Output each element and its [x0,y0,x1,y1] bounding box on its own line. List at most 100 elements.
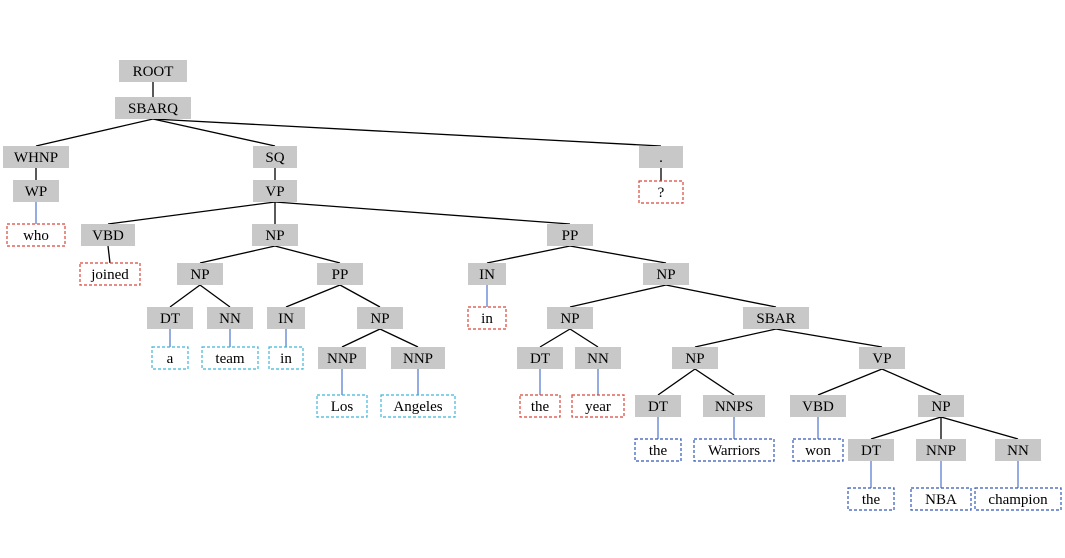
tag-box [147,307,193,329]
edge-np1-pp2 [274,245,341,264]
tag-node-np1: NP [252,224,298,246]
tag-node-wp: WP [13,180,59,202]
tag-box [995,439,1041,461]
word-label: NBA [925,492,957,508]
word-box [79,262,141,286]
edge-np6-dt3 [657,368,696,396]
tag-box [635,395,681,417]
tag-node-dt2: DT [517,347,563,369]
word-node-angeles: Angeles [380,394,456,418]
edge-np7-dt4 [870,416,942,440]
tag-node-nnp2: NNP [391,347,445,369]
word-node-the2: the [634,438,682,462]
tag-node-in2: IN [468,263,506,285]
word-label: joined [90,267,129,283]
tag-label: NP [370,311,389,327]
tag-node-np3: NP [357,307,403,329]
tag-label: PP [562,228,579,244]
tag-box [916,439,966,461]
word-node-warriors: Warriors [693,438,775,462]
tag-box [391,347,445,369]
edge-np1-np2 [199,245,276,264]
tag-node-root: ROOT [119,60,187,82]
edge-sbarq-sq [152,118,276,147]
word-box [380,394,456,418]
tag-node-np4: NP [643,263,689,285]
edge-vp1-pp1 [274,201,571,225]
tag-node-vp2: VP [859,347,905,369]
tag-label: VP [265,184,284,200]
edge-np7-nn3 [940,416,1019,440]
word-label: the [531,399,550,415]
tag-node-punct: . [639,146,683,168]
tag-box [267,307,305,329]
tag-label: NN [587,351,609,367]
tag-box [81,224,135,246]
edge-np5-dt2 [539,328,571,348]
tag-label: NN [1007,443,1029,459]
tag-box [547,307,593,329]
tag-box [918,395,964,417]
tag-label: DT [160,311,180,327]
tag-label: VBD [92,228,124,244]
tag-box [252,224,298,246]
tag-label: WHNP [14,150,58,166]
tag-label: NP [190,267,209,283]
word-box [910,487,972,511]
tag-box [357,307,403,329]
edge-np3-nnp2 [379,328,419,348]
tag-node-np5: NP [547,307,593,329]
word-node-q: ? [638,180,684,204]
tag-node-nn2: NN [575,347,621,369]
tag-label: NNP [403,351,433,367]
edge-pp1-np4 [569,245,667,264]
tag-node-nn1: NN [207,307,253,329]
word-node-champion: champion [974,487,1062,511]
word-label: year [585,399,611,415]
tag-label: SBARQ [128,101,178,117]
tag-label: IN [479,267,495,283]
tag-box [119,60,187,82]
tag-box [743,307,809,329]
tag-label: NP [931,399,950,415]
word-label: team [215,351,244,367]
tag-label: NNP [327,351,357,367]
tag-box [703,395,765,417]
tag-label: NP [265,228,284,244]
edge-vp1-vbd1 [107,201,276,225]
leaf-edge-vbd1-joined [107,245,111,264]
tag-node-vbd1: VBD [81,224,135,246]
tag-label: . [659,150,663,166]
tag-node-nnp1: NNP [318,347,366,369]
tag-node-vp1: VP [253,180,297,202]
tag-node-np2: NP [177,263,223,285]
tag-node-pp2: PP [317,263,363,285]
tag-node-np7: NP [918,395,964,417]
edge-np2-dt1 [169,284,201,308]
tag-box [672,347,718,369]
edge-vp2-vbd2 [817,368,883,396]
tag-label: ROOT [133,64,174,80]
tag-label: SBAR [756,311,795,327]
tag-node-nnps: NNPS [703,395,765,417]
tag-box [790,395,846,417]
word-box [519,394,561,418]
edge-sbar-np6 [694,328,777,348]
tag-label: PP [332,267,349,283]
tag-label: NN [219,311,241,327]
word-label: the [649,443,668,459]
word-label: ? [658,185,665,201]
tag-node-nnp3: NNP [916,439,966,461]
tag-box [3,146,69,168]
edge-sbarq-punct [152,118,662,147]
edge-pp2-np3 [339,284,381,308]
edge-np4-np5 [569,284,667,308]
tag-box [318,347,366,369]
tag-box [13,180,59,202]
edge-np4-sbar [665,284,777,308]
tag-node-pp1: PP [547,224,593,246]
word-box [847,487,895,511]
tag-box [575,347,621,369]
